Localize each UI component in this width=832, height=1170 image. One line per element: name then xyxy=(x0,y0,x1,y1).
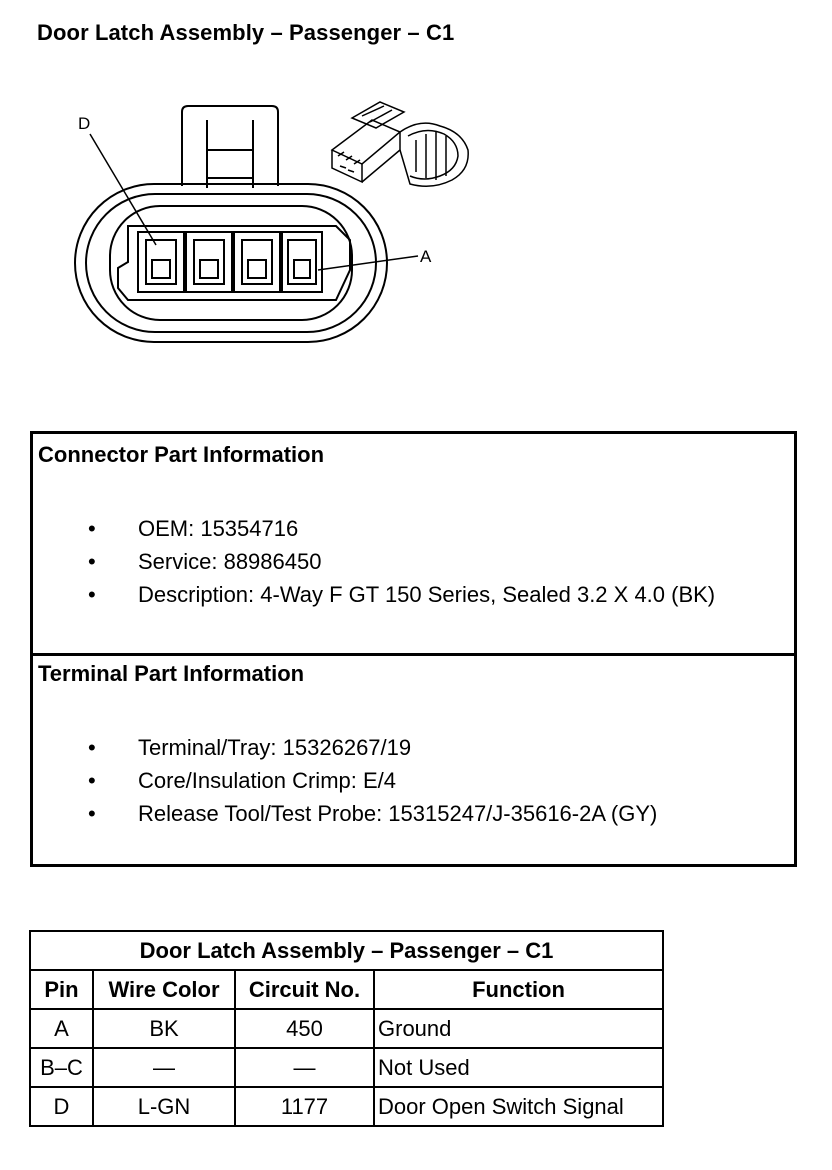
cell-wire-color: BK xyxy=(92,1008,236,1049)
page-title: Door Latch Assembly – Passenger – C1 xyxy=(37,20,455,45)
cell-circuit-no: 450 xyxy=(234,1008,375,1049)
part-information-box: Connector Part Information OEM: 15354716… xyxy=(30,431,797,867)
list-item: Core/Insulation Crimp: E/4 xyxy=(33,764,657,797)
pin-out-table: Door Latch Assembly – Passenger – C1 Pin… xyxy=(29,930,664,1127)
table-header-row: Pin Wire Color Circuit No. Function xyxy=(29,969,664,1010)
list-item: OEM: 15354716 xyxy=(33,512,715,545)
connector-info-heading: Connector Part Information xyxy=(38,442,325,467)
column-header-circuit-no: Circuit No. xyxy=(234,969,375,1010)
list-item: Service: 88986450 xyxy=(33,545,715,578)
table-row: A BK 450 Ground xyxy=(29,1008,664,1049)
table-title-row: Door Latch Assembly – Passenger – C1 xyxy=(29,930,664,971)
list-item: Description: 4-Way F GT 150 Series, Seal… xyxy=(33,578,715,611)
cell-function: Not Used xyxy=(373,1047,664,1088)
cell-function: Ground xyxy=(373,1008,664,1049)
column-header-pin: Pin xyxy=(29,969,94,1010)
terminal-part-information: Terminal Part Information Terminal/Tray:… xyxy=(33,653,794,864)
connector-lock-tab xyxy=(181,105,279,188)
cell-wire-color: — xyxy=(92,1047,236,1088)
pin-label-d: D xyxy=(78,114,90,133)
terminal-info-list: Terminal/Tray: 15326267/19 Core/Insulati… xyxy=(33,731,657,830)
table-row: D L-GN 1177 Door Open Switch Signal xyxy=(29,1086,664,1127)
cell-function: Door Open Switch Signal xyxy=(373,1086,664,1127)
cell-pin: D xyxy=(29,1086,94,1127)
connector-housing xyxy=(74,183,388,343)
terminal-info-heading: Terminal Part Information xyxy=(38,661,305,686)
pin-label-a: A xyxy=(420,247,432,266)
list-item: Terminal/Tray: 15326267/19 xyxy=(33,731,657,764)
pin-leader-lines xyxy=(89,133,419,271)
cell-wire-color: L-GN xyxy=(92,1086,236,1127)
cell-circuit-no: 1177 xyxy=(234,1086,375,1127)
list-item: Release Tool/Test Probe: 15315247/J-3561… xyxy=(33,797,657,830)
cell-circuit-no: — xyxy=(234,1047,375,1088)
connector-diagram: D A xyxy=(74,101,469,343)
connector-part-information: Connector Part Information OEM: 15354716… xyxy=(33,434,794,656)
cell-pin: A xyxy=(29,1008,94,1049)
table-title: Door Latch Assembly – Passenger – C1 xyxy=(29,930,664,971)
terminal-cavities xyxy=(137,231,323,293)
column-header-function: Function xyxy=(373,969,664,1010)
cell-pin: B–C xyxy=(29,1047,94,1088)
connector-3d-view xyxy=(330,101,469,187)
column-header-wire-color: Wire Color xyxy=(92,969,236,1010)
connector-info-list: OEM: 15354716 Service: 88986450 Descript… xyxy=(33,512,715,611)
table-row: B–C — — Not Used xyxy=(29,1047,664,1088)
